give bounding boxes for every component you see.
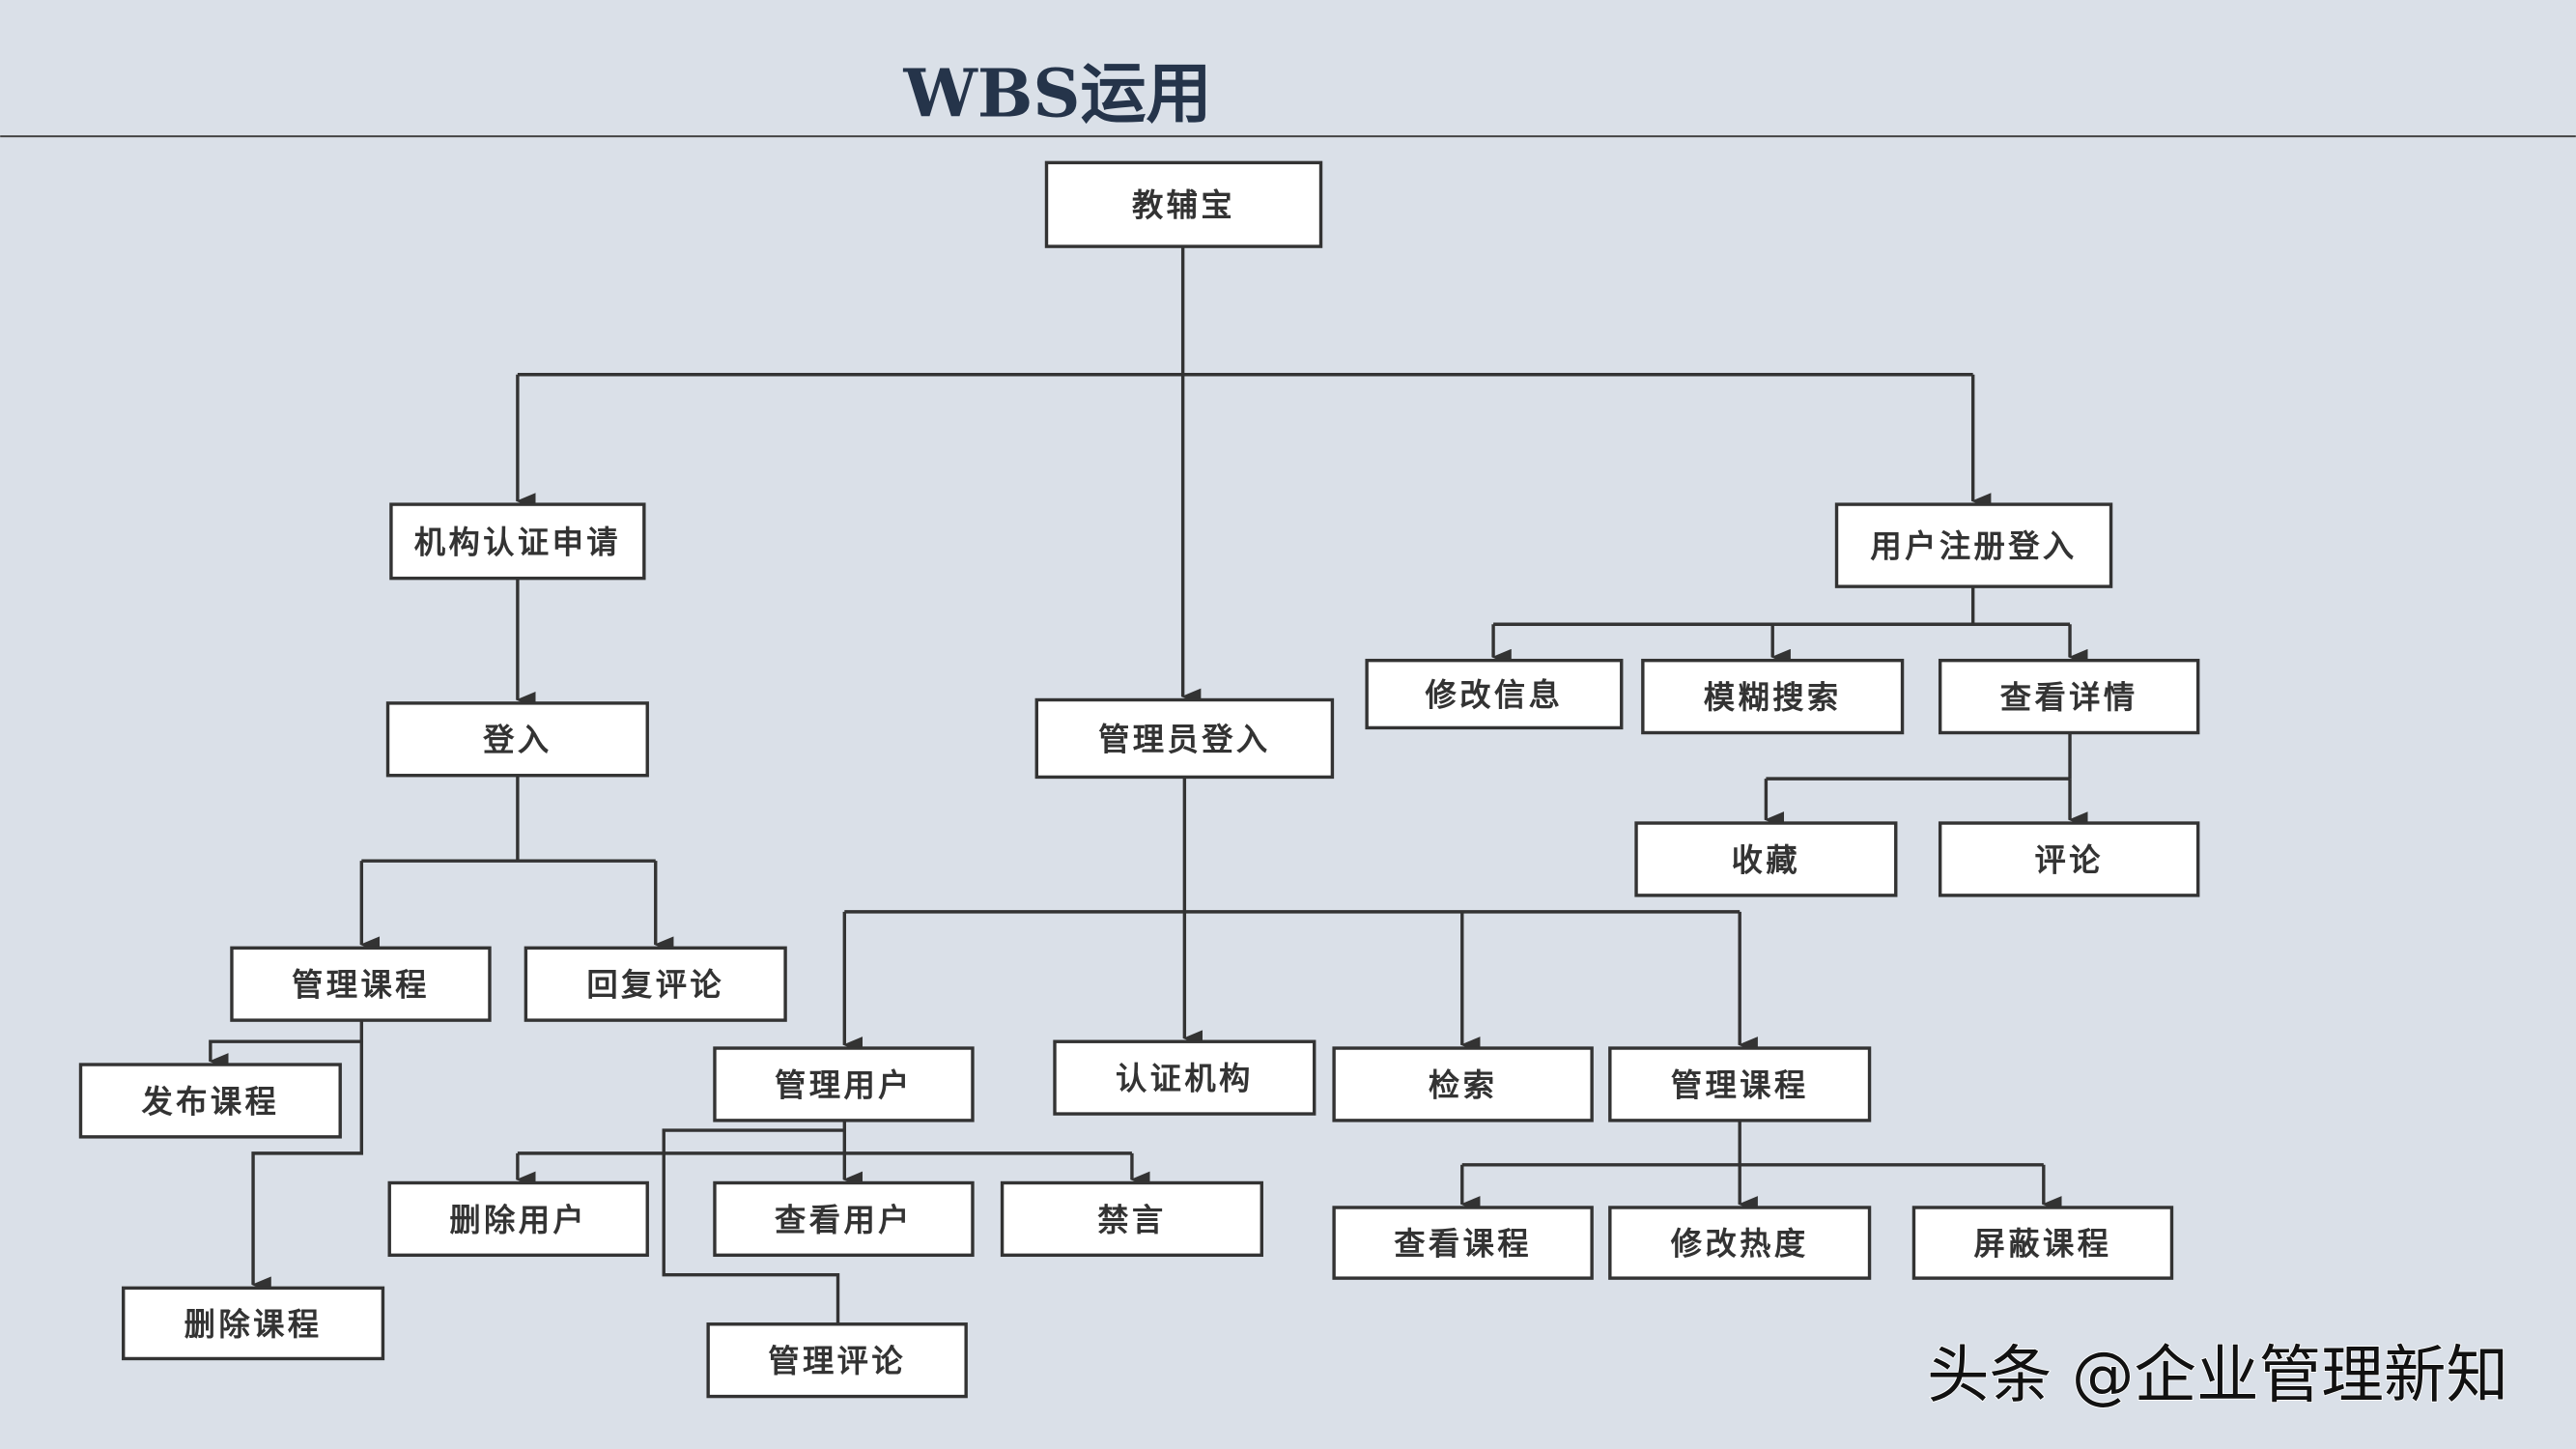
node-mute: 禁言 [1000, 1180, 1263, 1258]
node-label: 修改信息 [1425, 676, 1564, 713]
node-delete-course: 删除课程 [122, 1286, 385, 1361]
connector-line [662, 1128, 845, 1324]
node-label: 屏蔽课程 [1974, 1225, 2112, 1262]
node-label: 用户注册登入 [1870, 528, 2077, 565]
node-manage-courses-org: 管理课程 [230, 946, 492, 1022]
node-box [1332, 1206, 1594, 1280]
node-label: 评论 [2034, 841, 2103, 878]
node-label: 管理课程 [292, 967, 430, 1004]
node-view-user: 查看用户 [713, 1180, 975, 1258]
node-label: 删除课程 [184, 1306, 323, 1343]
node-box [1034, 697, 1335, 780]
node-label: 禁言 [1097, 1202, 1166, 1238]
node-label: 查看用户 [775, 1202, 913, 1238]
node-box [1938, 821, 2200, 897]
node-box [1634, 821, 1898, 897]
node-box [389, 502, 646, 581]
node-comment: 评论 [1938, 821, 2200, 897]
node-label: 模糊搜索 [1704, 679, 1842, 716]
node-box [713, 1180, 975, 1258]
node-box [1938, 658, 2200, 735]
node-box [524, 946, 787, 1022]
page-title: WBS运用 [903, 56, 1212, 133]
node-box [230, 946, 492, 1022]
node-label: 登入 [482, 722, 552, 758]
node-box [1834, 502, 2113, 588]
node-label: 教辅宝 [1132, 187, 1235, 224]
node-certify-org: 认证机构 [1053, 1039, 1316, 1116]
node-label: 认证机构 [1116, 1061, 1254, 1097]
node-label: 发布课程 [141, 1083, 279, 1120]
node-box [1053, 1039, 1316, 1116]
node-label: 检索 [1429, 1066, 1497, 1103]
node-box [1608, 1046, 1872, 1122]
node-manage-courses-admin: 管理课程 [1608, 1046, 1872, 1122]
node-box [1365, 658, 1624, 730]
node-box [1911, 1206, 2174, 1280]
node-box [1608, 1206, 1872, 1280]
node-box [1332, 1046, 1594, 1122]
node-user-register-login: 用户注册登入 [1834, 502, 2113, 588]
node-box [706, 1322, 968, 1399]
node-box [1641, 658, 1905, 735]
node-label: 查看详情 [2000, 679, 2138, 716]
node-label: 查看课程 [1394, 1225, 1532, 1262]
node-favorite: 收藏 [1634, 821, 1898, 897]
arrow-connector [251, 1041, 364, 1293]
node-box [1044, 160, 1323, 248]
arrow-connector [209, 1020, 364, 1070]
node-login: 登入 [385, 701, 649, 778]
node-label: 管理员登入 [1098, 721, 1271, 757]
node-label: 管理评论 [768, 1343, 906, 1379]
node-label: 管理用户 [775, 1066, 913, 1103]
node-label: 修改热度 [1670, 1225, 1809, 1262]
node-publish-course: 发布课程 [78, 1063, 342, 1139]
node-block-course: 屏蔽课程 [1911, 1206, 2174, 1280]
node-manage-comments: 管理评论 [706, 1322, 968, 1399]
node-edit-info: 修改信息 [1365, 658, 1624, 730]
node-label: 收藏 [1732, 841, 1800, 878]
node-fuzzy-search: 模糊搜索 [1641, 658, 1905, 735]
node-reply-comments: 回复评论 [524, 946, 787, 1022]
node-box [122, 1286, 385, 1361]
node-label: 删除用户 [449, 1202, 587, 1238]
node-box [78, 1063, 342, 1139]
node-admin-login: 管理员登入 [1034, 697, 1335, 780]
node-label: 回复评论 [586, 967, 724, 1004]
node-delete-user: 删除用户 [387, 1180, 649, 1258]
node-view-details: 查看详情 [1938, 658, 2200, 735]
node-manage-users: 管理用户 [713, 1046, 975, 1122]
node-label: 机构认证申请 [414, 524, 621, 560]
node-view-course: 查看课程 [1332, 1206, 1594, 1280]
node-label: 管理课程 [1671, 1066, 1809, 1103]
node-retrieve: 检索 [1332, 1046, 1594, 1122]
node-box [1000, 1180, 1263, 1258]
node-box [713, 1046, 975, 1122]
node-edit-popularity: 修改热度 [1608, 1206, 1872, 1280]
node-root: 教辅宝 [1044, 160, 1323, 248]
watermark: 头条 @企业管理新知 [1927, 1340, 2508, 1412]
node-org-cert-apply: 机构认证申请 [389, 502, 646, 581]
node-box [387, 1180, 649, 1258]
node-box [385, 701, 649, 778]
